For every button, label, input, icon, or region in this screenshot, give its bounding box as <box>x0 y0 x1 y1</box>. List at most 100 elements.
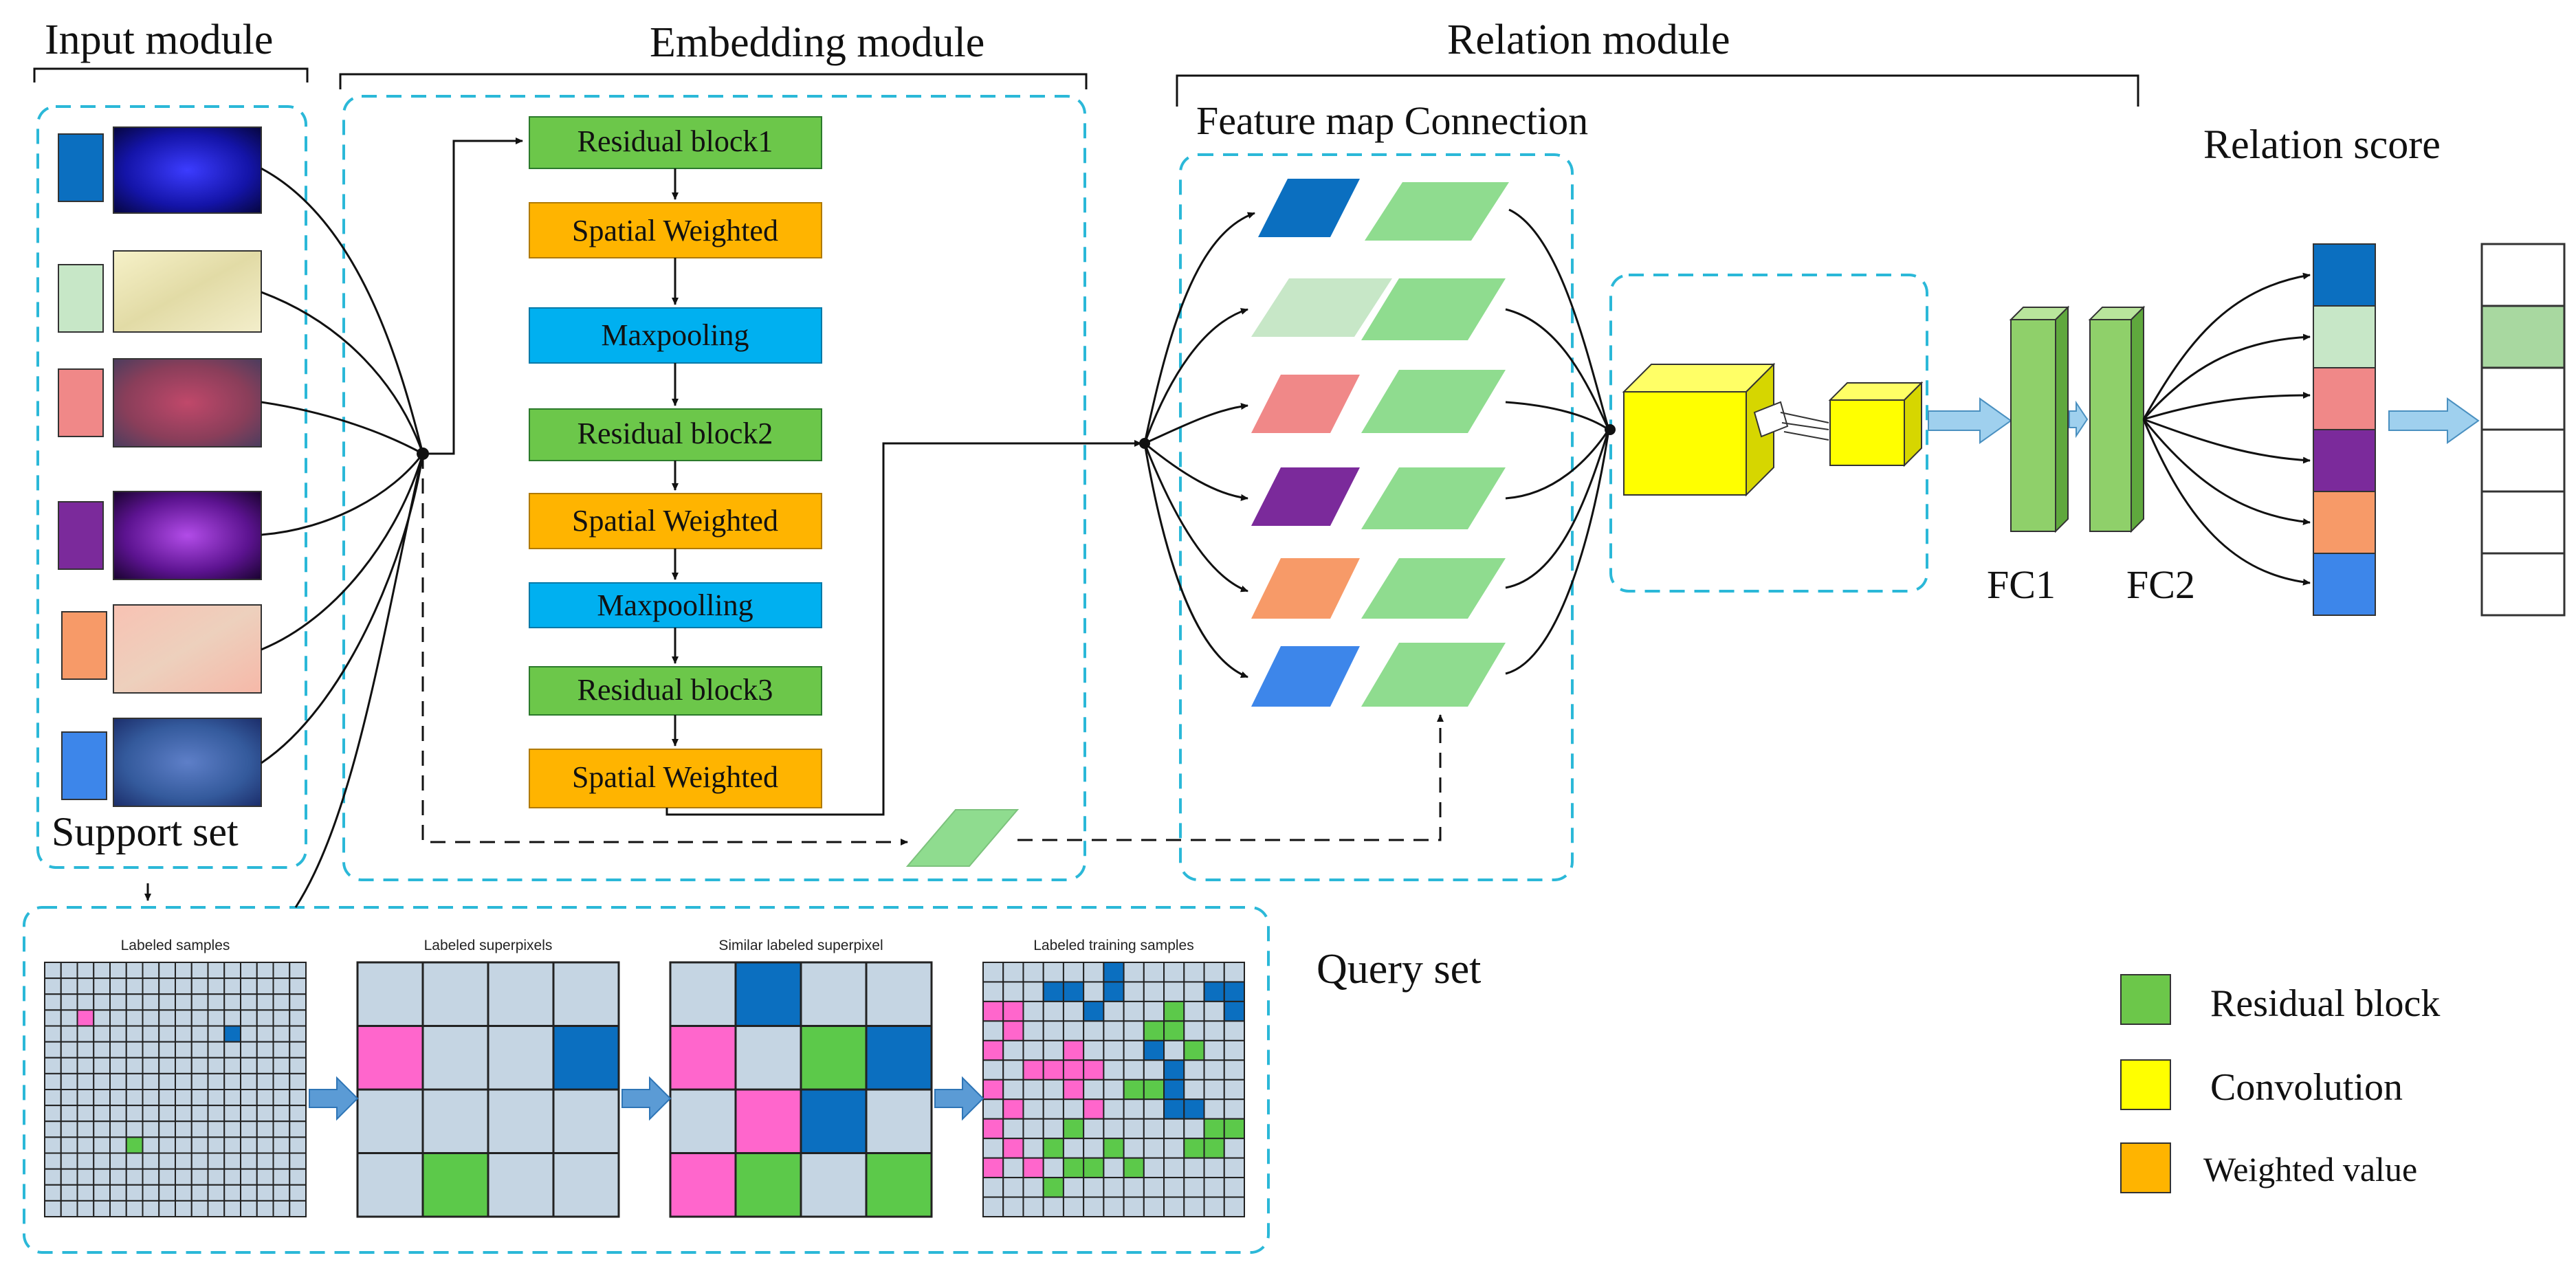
legend-residual-label: Residual block <box>2210 982 2440 1025</box>
grid-cell <box>207 977 225 995</box>
grid-cell <box>1103 1000 1125 1022</box>
grid-cell <box>240 1184 258 1202</box>
support-to-hub-lines <box>261 167 424 908</box>
grid-cell <box>190 1168 209 1186</box>
grid-cell <box>1183 981 1205 1002</box>
grid-cell <box>223 962 241 980</box>
grid-cell <box>982 1098 1004 1120</box>
fc2-layer <box>2089 319 2132 532</box>
embedding-module-box <box>342 95 1086 881</box>
support-feature-1 <box>1258 179 1360 237</box>
grid-cell <box>272 1072 291 1090</box>
query-panel-2-title: Labeled superpixels <box>424 938 553 953</box>
grid-cell <box>142 977 160 995</box>
spatial-weighted-1 <box>529 202 822 258</box>
grid-cell <box>356 961 424 1027</box>
grid-cell <box>1042 1000 1064 1022</box>
grid-cell <box>289 1089 307 1107</box>
grid-cell <box>1022 1118 1044 1140</box>
grid-cell <box>1083 1039 1105 1061</box>
sample-image-6 <box>113 718 262 807</box>
grid-cell <box>60 1120 78 1138</box>
grid-cell <box>669 961 737 1027</box>
labeled-superpixels-grid <box>356 961 620 1218</box>
grid-cell <box>1163 962 1185 983</box>
embedding-module-title: Embedding module <box>650 19 984 66</box>
grid-cell <box>1042 962 1064 983</box>
grid-cell <box>93 1136 111 1154</box>
grid-cell <box>1083 1196 1105 1217</box>
grid-cell <box>1223 1196 1246 1217</box>
grid-cell <box>1022 981 1044 1002</box>
grid-cell <box>1103 1157 1125 1179</box>
grid-cell <box>142 993 160 1011</box>
grid-cell <box>190 1184 209 1202</box>
grid-cell <box>223 1200 241 1217</box>
grid-cell <box>1083 1000 1105 1022</box>
grid-cell <box>1123 1157 1145 1179</box>
fc2-fanout-arrows <box>2142 272 2311 586</box>
grid-cell <box>734 1025 802 1091</box>
score-cell-2 <box>2480 305 2566 369</box>
grid-cell <box>1143 1098 1165 1120</box>
grid-cell <box>190 1105 209 1123</box>
grid-cell <box>1183 1000 1205 1022</box>
grid-cell <box>1183 1079 1205 1101</box>
grid-cell <box>175 1152 192 1170</box>
grid-cell <box>1123 1196 1145 1217</box>
embedding-blocks: Residual block1 Spatial Weighted Maxpool… <box>529 116 822 808</box>
query-set-label: Query set <box>1317 946 1481 993</box>
grid-cell <box>289 1105 307 1123</box>
grid-cell <box>125 1025 144 1043</box>
grid-cell <box>142 962 160 980</box>
grid-cell <box>1022 1000 1044 1022</box>
grid-cell <box>1002 1039 1024 1061</box>
query-panel-3-title: Similar labeled superpixel <box>718 938 883 953</box>
grid-cell <box>1203 1079 1225 1101</box>
class-cell-1 <box>2313 243 2376 307</box>
grid-cell <box>1062 1000 1085 1022</box>
embedding-module-bracket <box>339 73 1088 89</box>
pairs-to-conv-lines <box>1505 208 1610 675</box>
grid-cell <box>223 1009 241 1027</box>
grid-cell <box>1183 1098 1205 1120</box>
grid-cell <box>44 1041 62 1059</box>
grid-cell <box>982 981 1004 1002</box>
grid-cell <box>109 1136 127 1154</box>
sample-image-4 <box>113 491 262 580</box>
grid-cell <box>1123 1039 1145 1061</box>
grid-cell <box>1123 1000 1145 1022</box>
grid-cell <box>421 1025 489 1091</box>
grid-cell <box>60 1009 78 1027</box>
grid-cell <box>289 993 307 1011</box>
grid-cell <box>272 993 291 1011</box>
grid-cell <box>76 962 95 980</box>
grid-cell <box>1183 962 1205 983</box>
grid-cell <box>1183 1039 1205 1061</box>
grid-cell <box>60 1025 78 1043</box>
grid-cell <box>1042 981 1064 1002</box>
grid-cell <box>125 1184 144 1202</box>
grid-cell <box>60 1152 78 1170</box>
grid-cell <box>800 1088 868 1154</box>
grid-cell <box>1143 1196 1165 1217</box>
class-swatch-2 <box>58 264 104 333</box>
grid-cell <box>552 1088 620 1154</box>
grid-cell <box>1143 1039 1165 1061</box>
grid-cell <box>142 1200 160 1217</box>
legend-swatch-weighted <box>2120 1142 2171 1193</box>
grid-cell <box>356 1088 424 1154</box>
spatial-weighted-3 <box>529 749 822 808</box>
grid-cell <box>240 1025 258 1043</box>
grid-cell <box>1123 1118 1145 1140</box>
grid-cell <box>1203 962 1225 983</box>
grid-cell <box>60 1089 78 1107</box>
grid-cell <box>1123 1059 1145 1081</box>
grid-cell <box>1062 1138 1085 1159</box>
grid-cell <box>800 1152 868 1218</box>
support-feature-4 <box>1251 467 1360 526</box>
hub-to-query-feature-arrow <box>421 454 908 846</box>
grid-cell <box>669 1088 737 1154</box>
grid-cell <box>207 1057 225 1074</box>
